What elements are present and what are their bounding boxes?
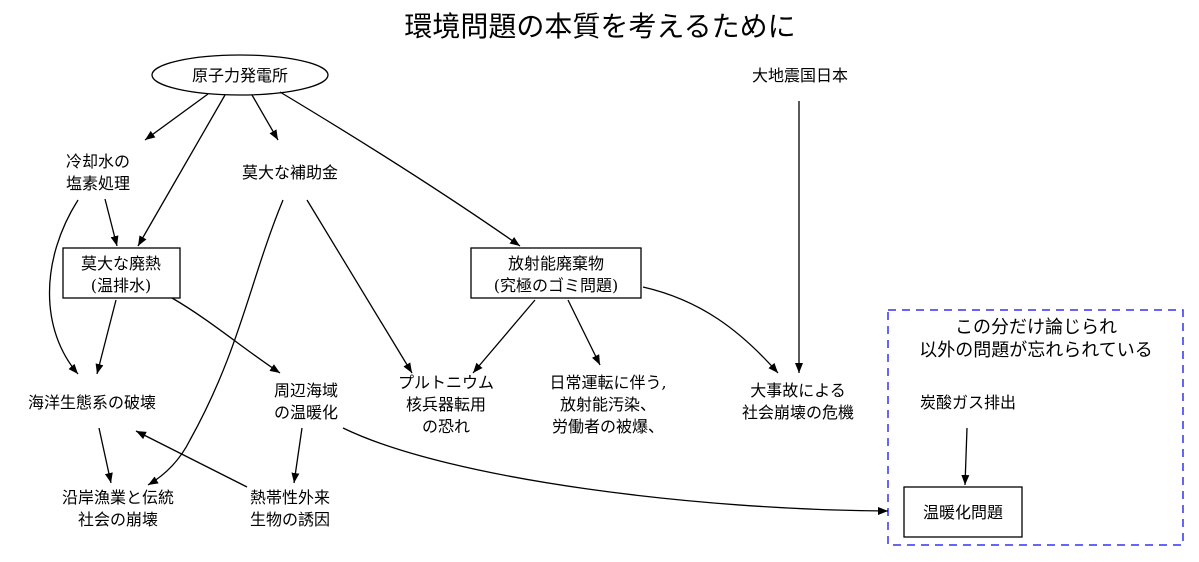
edge-chlorine-to-waste-heat (104, 198, 119, 247)
node-label: 核兵器転用 (406, 395, 486, 414)
node-label: の温暖化 (274, 403, 338, 422)
cluster-label-line-1: この分だけ論じられ (955, 317, 1117, 338)
node-shape-plant (151, 54, 329, 96)
node-waste-heat[interactable]: 莫大な廃熱 (温排水) (81, 254, 161, 295)
node-shape-global-warming (903, 486, 1023, 538)
node-label: 周辺海域 (274, 381, 338, 400)
node-label: 温暖化問題 (923, 503, 1003, 522)
node-daily[interactable]: 日常運転に伴う, 放射能汚染、 労働者の被爆、 (549, 373, 666, 436)
edge-waste-heat-to-warming-sea (171, 297, 281, 374)
edge-warming-sea-to-global-warming (342, 427, 889, 515)
edge-rad-waste-to-accident (642, 286, 779, 374)
cluster-label-line-2: 以外の問題が忘れられている (919, 340, 1152, 361)
node-accident[interactable]: 大事故による 社会崩壊の危機 (742, 381, 854, 422)
node-chlorine[interactable]: 冷却水の 塩素処理 (66, 152, 130, 193)
edge-marine-to-fishery (98, 427, 113, 484)
node-label: (究極のゴミ問題) (494, 276, 619, 295)
edge-plant-to-chlorine (144, 93, 209, 141)
node-label: 社会崩壊の危機 (742, 403, 854, 422)
node-label: 原子力発電所 (192, 66, 288, 85)
node-label: 沿岸漁業と伝統 (62, 488, 174, 507)
node-label: 生物の誘因 (250, 510, 330, 529)
edge-tropical-to-marine (135, 430, 248, 488)
node-label: 放射能汚染、 (560, 395, 656, 414)
node-label: 海洋生態系の破壊 (28, 393, 156, 412)
node-plutonium[interactable]: プルトニウム 核兵器転用 の恐れ (398, 373, 494, 436)
edge-co2-to-global-warming (961, 427, 970, 486)
node-label: プルトニウム (398, 373, 494, 392)
node-label: 莫大な補助金 (242, 163, 338, 182)
node-shape-waste-heat (62, 247, 181, 299)
node-rad-waste[interactable]: 放射能廃棄物 (究極のゴミ問題) (494, 254, 619, 295)
node-label: 大事故による (750, 381, 846, 400)
node-tropical[interactable]: 熱帯性外来 生物の誘因 (250, 488, 330, 529)
edge-plant-to-subsidy (251, 94, 279, 141)
node-label: 社会の崩壊 (78, 510, 158, 529)
node-label: 炭酸ガス排出 (920, 393, 1016, 412)
node-label: 放射能廃棄物 (508, 254, 604, 273)
node-fishery[interactable]: 沿岸漁業と伝統 社会の崩壊 (62, 488, 174, 529)
edge-rad-waste-to-daily (567, 299, 601, 366)
node-quake[interactable]: 大地震国日本 (752, 66, 848, 85)
node-co2[interactable]: 炭酸ガス排出 (920, 393, 1016, 412)
node-label: 莫大な廃熱 (81, 254, 161, 273)
node-label: 熱帯性外来 (250, 488, 330, 507)
edge-plant-to-rad-waste (279, 91, 521, 247)
node-label: 塩素処理 (66, 174, 130, 193)
node-label: 大地震国日本 (752, 66, 848, 85)
edge-subsidy-to-fishery (147, 199, 284, 486)
node-subsidy[interactable]: 莫大な補助金 (242, 163, 338, 182)
node-shape-rad-waste (470, 247, 642, 299)
edge-chlorine-to-marine (48, 199, 79, 375)
diagram-title: 環境問題の本質を考えるために (404, 10, 795, 43)
edge-warming-sea-to-tropical (291, 427, 303, 484)
node-global-warming[interactable]: 温暖化問題 (923, 503, 1003, 522)
edge-rad-waste-to-plutonium (472, 299, 536, 374)
edges (48, 91, 970, 515)
node-label: の恐れ (422, 417, 470, 436)
edge-plant-to-waste-heat (137, 94, 226, 247)
cluster-forgotten-issues: この分だけ論じられ 以外の問題が忘れられている (887, 309, 1184, 546)
cluster-border (887, 309, 1184, 546)
node-marine[interactable]: 海洋生態系の破壊 (28, 393, 156, 412)
edge-subsidy-to-plutonium (306, 199, 413, 374)
node-plant[interactable]: 原子力発電所 (192, 66, 288, 85)
node-label: (温排水) (91, 276, 152, 295)
edge-waste-heat-to-marine (95, 299, 117, 375)
node-warming-sea[interactable]: 周辺海域 の温暖化 (274, 381, 338, 422)
node-label: 冷却水の (66, 152, 130, 171)
node-label: 労働者の被爆、 (552, 417, 664, 436)
node-label: 日常運転に伴う, (549, 373, 666, 392)
